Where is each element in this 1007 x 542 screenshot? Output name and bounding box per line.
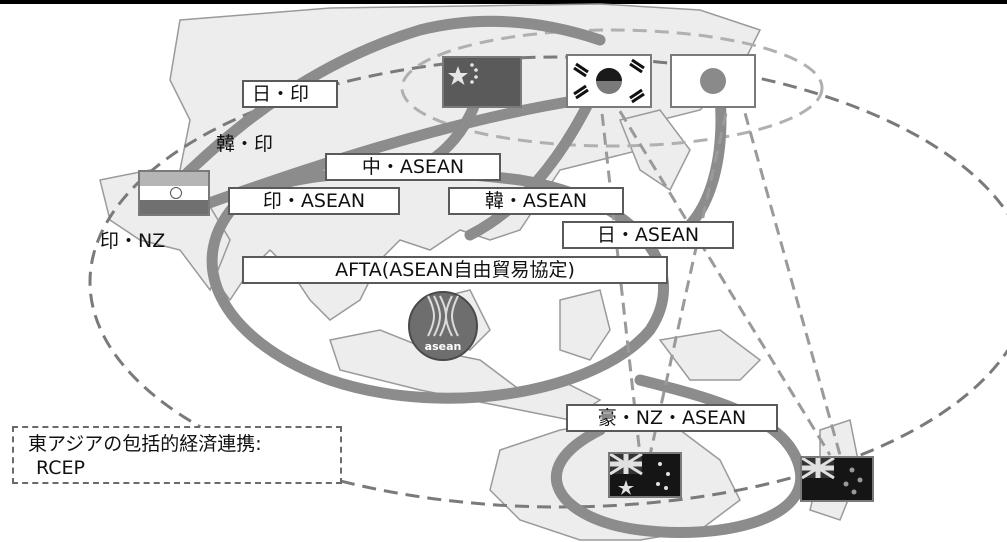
star-icon (448, 63, 478, 85)
label-jp-asean: 日・ASEAN (562, 221, 734, 249)
label-in-nz: 印・NZ (100, 230, 166, 252)
australia-flag (608, 452, 682, 498)
china-flag (442, 56, 522, 108)
label-cn-asean: 中・ASEAN (325, 153, 501, 181)
label-jp-in: 日・印 (242, 80, 338, 108)
label-kr-in: 韓・印 (216, 133, 274, 155)
korea-flag (566, 54, 652, 108)
asean-logo: asean (408, 291, 478, 361)
asean-logo-text: asean (425, 340, 462, 353)
label-kr-asean: 韓・ASEAN (448, 187, 624, 215)
rcep-caption-line1: 東アジアの包括的経済連携: (28, 433, 262, 455)
label-in-asean: 印・ASEAN (228, 187, 400, 215)
band-jp-in (169, 15, 606, 191)
label-au-nz-asean: 豪・NZ・ASEAN (566, 404, 778, 432)
taegeuk-icon (573, 58, 645, 104)
new-zealand-flag (800, 456, 874, 502)
union-jack-stars-icon (802, 458, 863, 495)
cjk-ellipse (400, 28, 824, 148)
rcep-ellipse (88, 55, 1007, 509)
rcep-caption-line2: RCEP (36, 457, 85, 479)
japan-flag (670, 54, 756, 108)
top-rule (0, 0, 1007, 4)
label-afta: AFTA(ASEAN自由貿易協定) (242, 256, 668, 284)
sun-disc-icon (700, 68, 726, 94)
union-jack-stars-icon (610, 454, 670, 495)
chakra-icon (170, 187, 182, 199)
india-flag (138, 170, 210, 216)
rcep-caption-box: 東アジアの包括的経済連携: RCEP (12, 426, 342, 484)
